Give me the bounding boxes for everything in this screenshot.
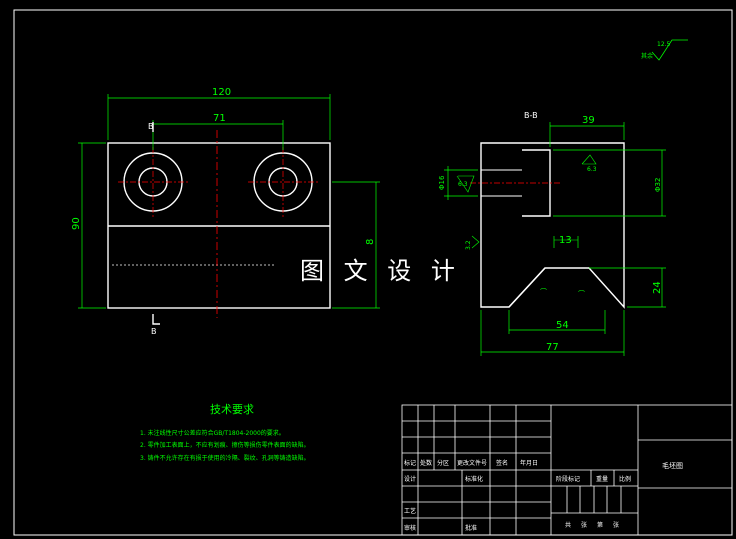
roughness-side: 3.2 (465, 240, 472, 250)
dim-width: 120 (212, 87, 231, 98)
dim-boss-length: 39 (582, 115, 595, 126)
tb-row-label-3: 更改文件号 (457, 459, 487, 467)
tb-row-label-2: 分区 (437, 459, 449, 467)
tech-requirement-1: 1. 未注线性尺寸公差应符合GB/T1804-2000的要求。 (140, 429, 285, 437)
dim-height: 90 (71, 217, 82, 230)
tb-part-name: 毛坯图 (662, 461, 683, 470)
groove-roughness-right: ⌒ (578, 290, 585, 298)
roughness-note-value: 12.5 (657, 41, 671, 48)
side-view: B-B ⌒ ⌒ 39 Φ16 6.3 Φ32 6.3 3. (438, 111, 666, 356)
tech-requirement-3: 3. 铸件不允许存在有损于使用的冷隔、裂纹、孔洞等铸造缺陷。 (140, 454, 310, 462)
tb-weight: 重量 (596, 475, 608, 483)
tb-row-label-4: 签名 (496, 459, 508, 467)
front-view: 120 71 B 90 8 B (71, 87, 380, 336)
front-hole-left (118, 147, 188, 217)
roughness-note: 其余 12.5 (641, 39, 688, 61)
roughness-boss: 6.3 (587, 166, 597, 173)
dim-groove-bottom: 54 (556, 320, 569, 331)
tech-requirements: 技术要求 1. 未注线性尺寸公差应符合GB/T1804-2000的要求。 2. … (140, 403, 310, 462)
dim-groove-depth: 24 (652, 281, 663, 294)
tb-standardization: 标准化 (465, 475, 483, 483)
tb-row-label-0: 标记 (404, 459, 416, 467)
tb-sheet-2: 第 (597, 521, 603, 529)
dim-bore: Φ16 (438, 175, 446, 190)
drawing-border (13, 9, 733, 536)
tech-requirement-2: 2. 零件加工表面上，不应有划痕、擦伤等损伤零件表面的缺陷。 (140, 441, 310, 449)
dim-slot-depth: 8 (365, 239, 376, 245)
watermark-text: 图 文 设 计 (300, 257, 461, 285)
dim-hole-spacing: 71 (213, 113, 226, 124)
front-hole-right (248, 147, 318, 217)
dim-groove-top: 13 (559, 235, 572, 246)
tb-process: 工艺 (404, 507, 416, 515)
groove-roughness-left: ⌒ (540, 288, 547, 296)
tb-sheet-0: 共 (565, 521, 571, 529)
dim-boss-diameter: Φ32 (654, 178, 662, 192)
tb-designer: 设计 (404, 475, 416, 483)
tb-row-label-1: 处数 (420, 459, 432, 467)
tb-checker: 审核 (404, 524, 416, 532)
tb-stage-mark: 阶段标记 (556, 475, 580, 483)
title-block-text: 标记 处数 分区 更改文件号 签名 年月日 设计 标准化 审核 批准 工艺 阶段… (404, 459, 683, 532)
section-title: B-B (524, 111, 538, 120)
roughness-bore: 6.3 (458, 181, 468, 188)
title-block (401, 404, 733, 536)
roughness-note-label: 其余 (641, 52, 653, 60)
tb-row-label-5: 年月日 (520, 459, 538, 467)
section-mark-top: B (148, 122, 154, 131)
tb-sheet-3: 张 (613, 521, 619, 529)
tb-scale: 比例 (619, 475, 631, 483)
tb-approve: 批准 (465, 524, 477, 532)
side-view-outline (480, 142, 625, 309)
dim-total-width: 77 (546, 342, 559, 353)
section-mark-bottom: B (151, 327, 157, 336)
tb-sheet-1: 张 (581, 521, 587, 529)
tech-requirements-title: 技术要求 (210, 403, 254, 416)
